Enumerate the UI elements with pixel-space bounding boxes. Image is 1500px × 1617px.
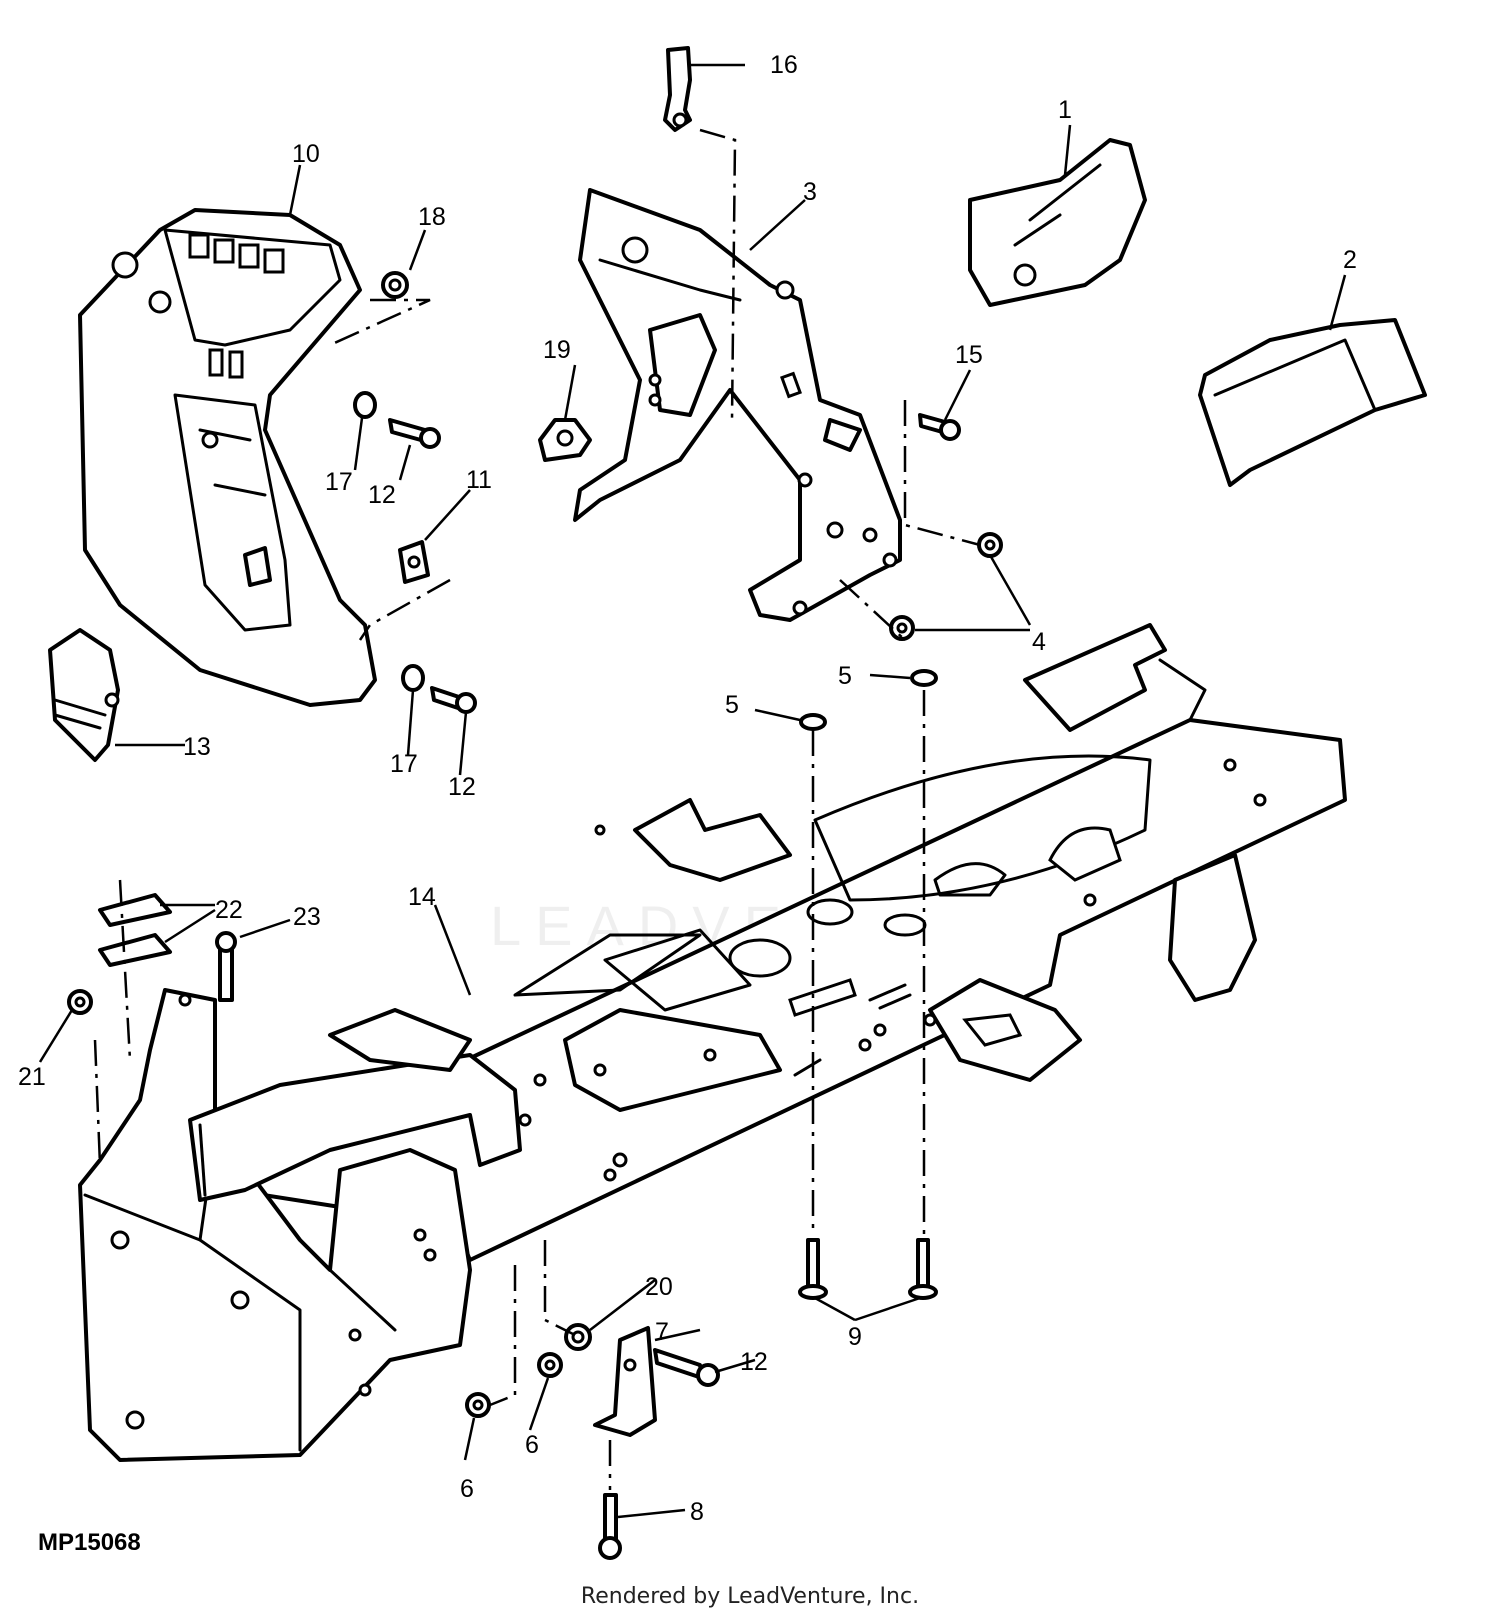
- callout-11: 11: [466, 466, 492, 494]
- front-support-assembly: [78, 988, 522, 1462]
- callout-5-b: 5: [838, 662, 852, 690]
- part-5-washers: [799, 669, 938, 731]
- callout-1: 1: [1058, 96, 1072, 124]
- callout-10: 10: [292, 140, 320, 168]
- callout-12-a: 12: [368, 481, 396, 509]
- part-18-nut: [381, 271, 409, 299]
- callout-3: 3: [803, 178, 817, 206]
- assembly-lines: [93, 128, 981, 1490]
- callout-9: 9: [848, 1323, 862, 1351]
- callout-6-b: 6: [525, 1431, 539, 1459]
- part-2-cover: [1198, 318, 1427, 487]
- part-8-bolt: [598, 1493, 622, 1560]
- part-16-latch: [663, 46, 692, 132]
- callout-17-a: 17: [325, 468, 353, 496]
- callout-23: 23: [293, 903, 321, 931]
- part-3-bracket: [573, 188, 902, 622]
- callout-7: 7: [655, 1318, 669, 1346]
- callout-2: 2: [1343, 246, 1357, 274]
- part-22-plates: [98, 893, 172, 967]
- callout-20: 20: [645, 1273, 673, 1301]
- part-20-lock-washer: [564, 1323, 592, 1351]
- part-6-nuts: [465, 1352, 563, 1418]
- callout-16: 16: [770, 51, 798, 79]
- callout-6-a: 6: [460, 1475, 474, 1503]
- callout-13: 13: [183, 733, 211, 761]
- part-10-dash-panel: [78, 208, 377, 707]
- callout-17-b: 17: [390, 750, 418, 778]
- callout-8: 8: [690, 1498, 704, 1526]
- part-12-bolts: [388, 418, 720, 1387]
- part-23-bolt: [215, 931, 237, 1002]
- leader-lines: [38, 63, 1347, 1519]
- part-13-cover: [48, 628, 120, 762]
- callout-21: 21: [18, 1063, 46, 1091]
- callout-4: 4: [1032, 628, 1046, 656]
- callout-12-b: 12: [448, 773, 476, 801]
- callout-18: 18: [418, 203, 446, 231]
- part-9-bolts: [798, 1238, 938, 1300]
- callout-19: 19: [543, 336, 571, 364]
- figure-id: MP15068: [38, 1529, 141, 1556]
- part-15-bolt: [918, 413, 961, 441]
- part-21-nut: [67, 989, 93, 1015]
- part-1-cover: [968, 138, 1147, 307]
- callout-14: 14: [408, 883, 436, 911]
- part-7-bracket: [593, 1326, 657, 1437]
- part-19-clip: [538, 418, 592, 462]
- callout-12-c: 12: [740, 1348, 768, 1376]
- callout-5-a: 5: [725, 691, 739, 719]
- callout-22: 22: [215, 896, 243, 924]
- callout-labels: 1 2 3 4 5 5 6 6 7 8 9 10 11 12 12 12 13 …: [18, 51, 1357, 1526]
- callout-15: 15: [955, 341, 983, 369]
- part-11-clip-nut: [398, 540, 430, 584]
- part-17-washers: [353, 391, 425, 692]
- render-credit-footer: Rendered by LeadVenture, Inc.: [580, 1584, 920, 1609]
- part-4-nuts: [889, 532, 1003, 641]
